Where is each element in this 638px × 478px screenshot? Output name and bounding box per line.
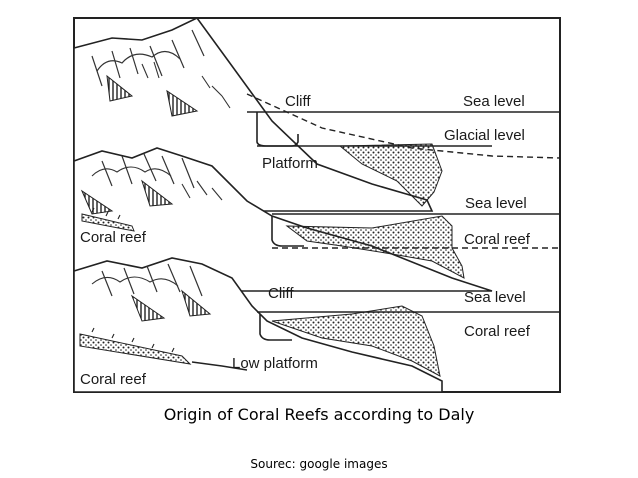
source-note: Sourec: google images [250, 457, 388, 471]
label-cliff-bottom: Cliff [268, 285, 294, 302]
label-platform: Platform [262, 155, 318, 172]
label-glacial-level: Glacial level [444, 127, 525, 144]
panel-bottom [73, 257, 560, 393]
label-sea-level-mid: Sea level [465, 195, 527, 212]
label-coral-reef-right-mid: Coral reef [464, 231, 531, 248]
label-coral-reef-left-mid: Coral reef [80, 229, 147, 246]
reef-wedge-middle [285, 215, 465, 279]
label-sea-level-bottom: Sea level [464, 289, 526, 306]
label-sea-level-top: Sea level [463, 93, 525, 110]
reef-wedge-top [338, 143, 443, 207]
label-low-platform: Low platform [232, 355, 318, 372]
daly-coral-reef-diagram: Cliff Sea level Glacial level Platform S… [72, 16, 562, 394]
land-middle [73, 147, 493, 292]
reef-wedge-bottom [271, 305, 441, 377]
panel-middle [73, 147, 560, 292]
label-coral-reef-right-bottom: Coral reef [464, 323, 531, 340]
figure-caption: Origin of Coral Reefs according to Daly [163, 405, 475, 424]
label-coral-reef-left-bottom: Coral reef [80, 371, 147, 388]
label-cliff-top: Cliff [285, 93, 311, 110]
